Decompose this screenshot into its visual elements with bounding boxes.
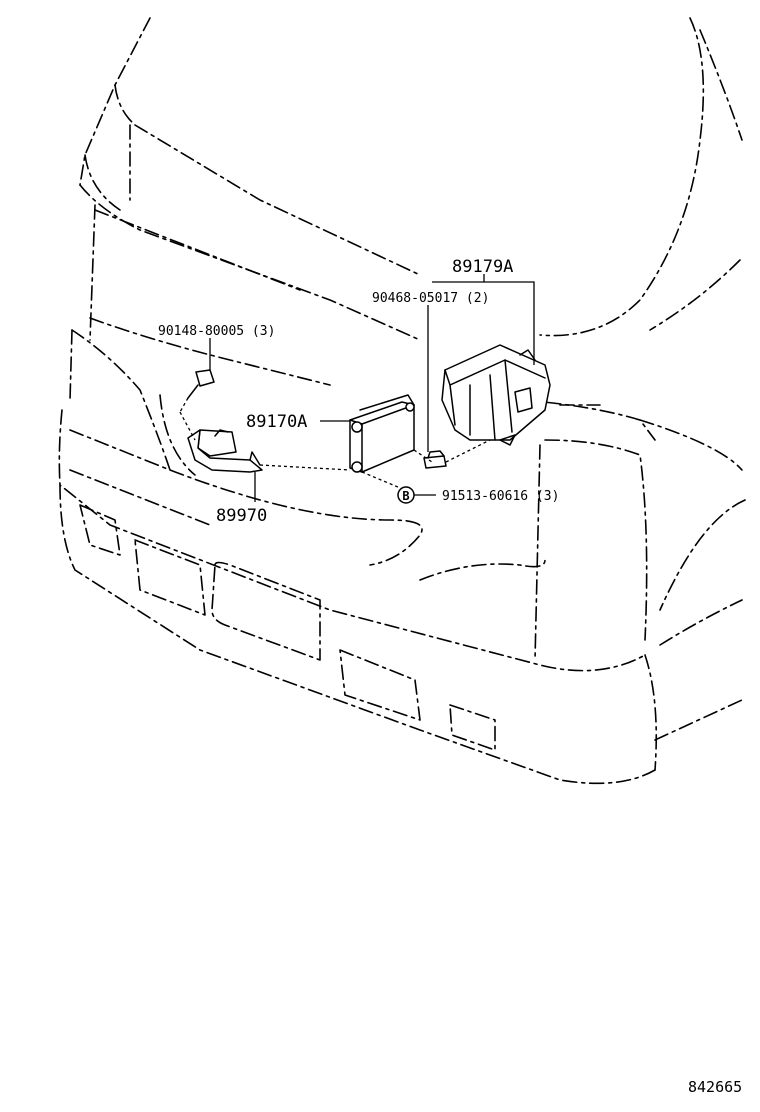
sensor-bracket-89970 [187,429,263,473]
nut-symbol: B [397,486,415,504]
install-lines [179,411,491,491]
nut-symbol-letter: B [402,489,409,503]
bolt-90148-80005 [179,369,215,413]
label-91513-60616: 91513-60616 (3) [442,489,559,504]
clip-90468-05017 [423,450,447,469]
vehicle-body-outline [58,17,746,785]
label-90148-80005: 90148-80005 (3) [158,324,275,339]
label-89170A: 89170A [246,412,307,432]
label-89179A: 89179A [452,257,513,277]
label-90468-05017: 90468-05017 (2) [372,291,489,306]
bracket-assembly-89179A [441,344,551,446]
label-89970: 89970 [216,506,267,526]
sensor-89170A [349,394,415,473]
leader-lines [209,274,535,502]
figure-number: 842665 [688,1078,742,1096]
